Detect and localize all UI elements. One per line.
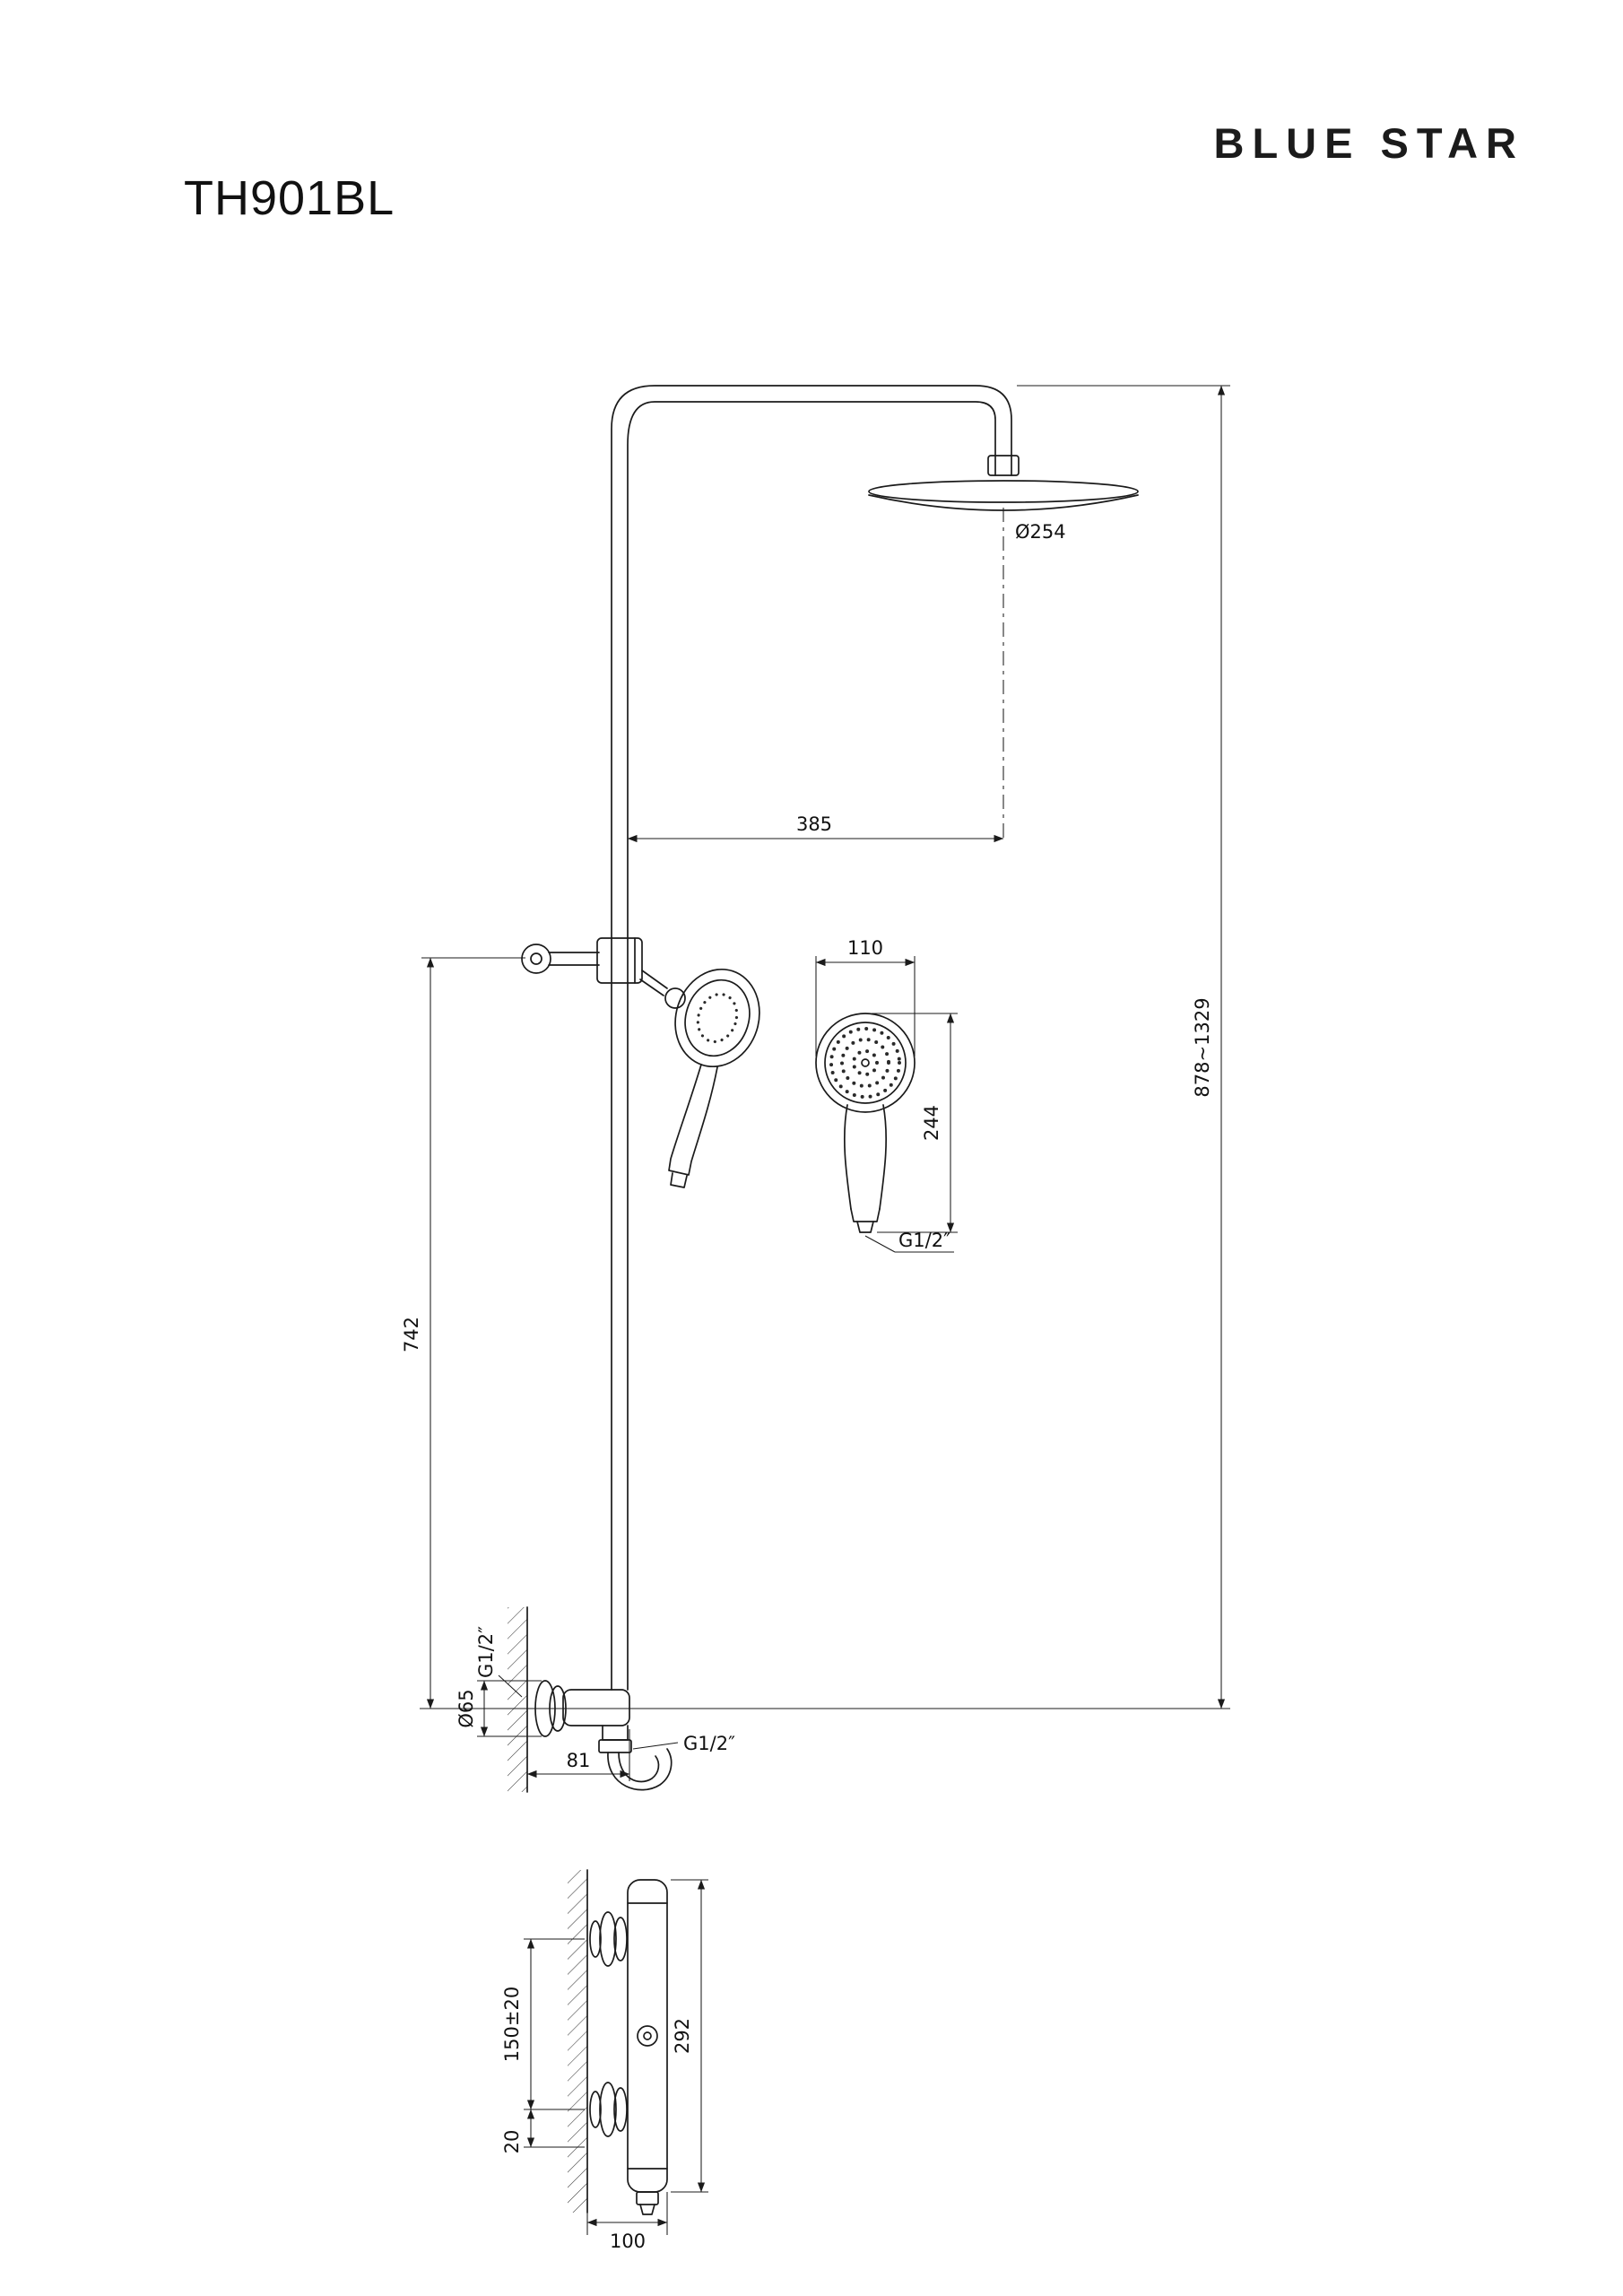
- dim-hand-thread-label: G1/2″: [898, 1230, 950, 1251]
- brand-logo: BLUE STAR: [1213, 119, 1524, 167]
- mixer-front-view: [568, 1869, 668, 2215]
- dim-arm-offset-label: 385: [796, 813, 832, 835]
- dim-hand-length-label: 244: [921, 1105, 942, 1141]
- valve-body: [562, 1689, 630, 1726]
- rain-head: [868, 480, 1139, 503]
- dim-height-range-label: 878~1329: [1192, 997, 1213, 1097]
- hand-shower-hanging: [668, 968, 760, 1188]
- dimension-lines: 385 Ø254 878~1329 742 110 244 G: [401, 385, 1230, 2252]
- dim-inlet-thread-label: G1/2″: [475, 1626, 497, 1678]
- diverter-button: [637, 2025, 658, 2047]
- hand-shower-detail: [815, 1013, 916, 1233]
- dim-inlet-offset-label: 20: [501, 2130, 523, 2154]
- handshower-holder: [664, 987, 686, 1009]
- dim-valve-length-label: 292: [672, 2018, 693, 2054]
- dim-flange-diameter-label: Ø65: [456, 1689, 477, 1727]
- dim-outlet-thread-label: G1/2″: [683, 1733, 735, 1754]
- thermostatic-bar: [627, 1879, 668, 2193]
- dim-bar-length-label: 742: [401, 1317, 422, 1352]
- dim-hand-width-label: 110: [847, 937, 883, 959]
- dim-valve-depth-label: 100: [610, 2231, 646, 2252]
- mixer-side-view: [508, 1606, 679, 1793]
- dim-head-diameter-label: Ø254: [1015, 521, 1066, 543]
- slider-bracket: [521, 937, 686, 1009]
- dim-inlet-spacing-label: 150±20: [501, 1987, 523, 2062]
- dim-wall-offset-label: 81: [567, 1750, 591, 1771]
- model-number: TH901BL: [184, 171, 395, 225]
- shower-column: [611, 385, 1139, 1691]
- slider-knob: [521, 944, 551, 974]
